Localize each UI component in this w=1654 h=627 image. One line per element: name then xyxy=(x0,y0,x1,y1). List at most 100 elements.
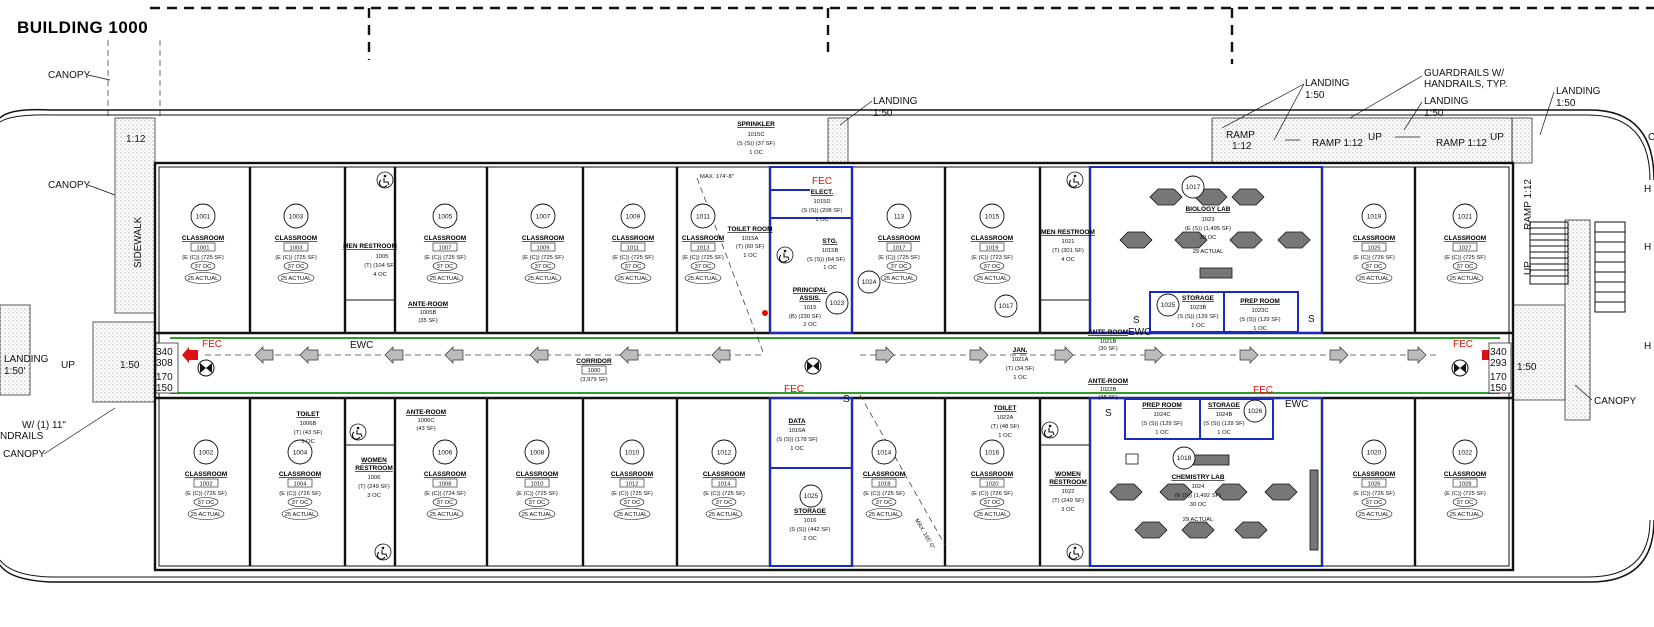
room-area: (E (C)) (725 SF) xyxy=(1444,255,1486,261)
room-actual: 25 ACTUAL xyxy=(430,276,461,282)
room-bubble xyxy=(886,203,912,229)
bubble-1026: 1026 xyxy=(1248,408,1263,415)
room-actual-oval xyxy=(187,508,225,520)
s-label: S xyxy=(843,394,850,405)
room-occupancy: 37 OC xyxy=(195,264,212,270)
extinguisher-icon xyxy=(804,357,822,375)
women-restroom-2-area: (T) (249 SF) xyxy=(1052,498,1084,504)
room-number-box xyxy=(620,242,646,252)
door-tag: 150 xyxy=(156,383,173,394)
room-bubble-number: 1020 xyxy=(1367,450,1382,457)
room-bubble-number: 1008 xyxy=(530,450,545,457)
egress-arrow xyxy=(254,346,274,364)
elect-name: ELECT. xyxy=(811,189,834,196)
data-room-area: (S (S)) (178 SF) xyxy=(776,437,817,443)
room-occupancy: 37 OC xyxy=(695,264,712,270)
site-annotations: CANOPY CANOPY CANOPY CANOPY SIDEWALK 1:1… xyxy=(0,68,1654,550)
ante-room-4-name: ANTE-ROOM xyxy=(1088,378,1128,385)
room-actual: 25 ACTUAL xyxy=(977,276,1008,282)
chemistry-lab-oc: 30 OC xyxy=(1190,502,1207,508)
room-bubble xyxy=(1361,203,1387,229)
room-number: 1014 xyxy=(718,482,732,488)
ante-room-2-area: (30 SF) xyxy=(1098,346,1117,352)
storage-2-oc: 2 OC xyxy=(803,536,817,542)
room-number-box xyxy=(1452,242,1478,252)
room-actual-oval xyxy=(1355,508,1393,520)
room-name: CLASSROOM xyxy=(516,471,558,478)
ramp-label: RAMP 1:12 xyxy=(1523,179,1534,230)
room-actual: 25 ACTUAL xyxy=(1359,276,1390,282)
door-tag: 308 xyxy=(156,358,173,369)
fec-label: FEC xyxy=(1253,385,1273,396)
accessible-icon xyxy=(1066,171,1084,189)
toilet-room-area: (T) (60 SF) xyxy=(736,244,764,250)
building-walls xyxy=(153,161,1515,572)
egress-arrow xyxy=(1144,346,1164,364)
room-bubble-number: 1002 xyxy=(199,450,214,457)
egress-arrow xyxy=(711,346,731,364)
sprinkler-area: (S (S)) (37 SF) xyxy=(737,141,775,147)
room-area: (E (C)) (725 SF) xyxy=(275,255,317,261)
edge-fragment: H xyxy=(1644,184,1651,195)
biology-lab-area: (E (S)) (1,495 SF) xyxy=(1185,226,1231,232)
toilet-2-number: 1022A xyxy=(997,415,1014,421)
room-number-box xyxy=(979,478,1005,488)
egress-arrow xyxy=(529,346,549,364)
room-actual-oval xyxy=(705,508,743,520)
room-name: CLASSROOM xyxy=(185,471,227,478)
ramp-label: RAMP 1:12 xyxy=(1436,138,1487,149)
canopy-label: CANOPY xyxy=(1594,396,1637,407)
room-area: (E (C)) (726 SF) xyxy=(185,491,227,497)
room-bubbles: 1017 1017 1023 1024 1025 1025 1026 1018 xyxy=(799,175,1267,508)
landing-slope-label: 1:50 xyxy=(1424,108,1444,119)
storage-1-oc: 1 OC xyxy=(1191,323,1205,329)
chemistry-lab-name: CHEMISTRY LAB xyxy=(1171,474,1224,481)
room-number-box xyxy=(711,478,737,488)
s-label: S xyxy=(1133,315,1140,326)
principal-number: 1015 xyxy=(804,305,817,311)
room-bubble xyxy=(1452,203,1478,229)
men-restroom-2-area: (T) (301 SF) xyxy=(1052,248,1084,254)
room-bubble xyxy=(979,203,1005,229)
room-name: CLASSROOM xyxy=(611,471,653,478)
property-lines xyxy=(107,6,1654,120)
toilet-number: 1006B xyxy=(300,421,317,427)
room-occupancy-oval xyxy=(432,497,458,507)
room-actual: 25 ACTUAL xyxy=(1450,512,1481,518)
room-name: CLASSROOM xyxy=(682,235,724,242)
room-bubble-number: 1015 xyxy=(985,214,1000,221)
room-area: (E (C)) (725 SF) xyxy=(682,255,724,261)
room-name: CLASSROOM xyxy=(703,471,745,478)
room-actual-oval xyxy=(281,508,319,520)
egress-arrow xyxy=(1054,346,1074,364)
sprinkler-number: 1015C xyxy=(747,132,764,138)
room-bubble-number: 1004 xyxy=(293,450,308,457)
room-bubble-number: 1016 xyxy=(985,450,1000,457)
fec-label: FEC xyxy=(1453,339,1473,350)
room-number-box xyxy=(886,242,912,252)
room-occupancy: 37 OC xyxy=(984,500,1001,506)
room-area: (E (C)) (725 SF) xyxy=(863,491,905,497)
toilet-2-name: TOILET xyxy=(994,405,1017,412)
room-number-box xyxy=(1452,478,1478,488)
room-area: (E (C)) (723 SF) xyxy=(971,255,1013,261)
room-actual: 25 ACTUAL xyxy=(709,512,740,518)
prep-room-1-name: PREP ROOM xyxy=(1240,298,1280,305)
room-occupancy-oval xyxy=(530,261,556,271)
room-area: (E (C)) (725 SF) xyxy=(182,255,224,261)
room-number: 1018 xyxy=(878,482,891,488)
canopy-label: CANOPY xyxy=(3,449,46,460)
room-number: 1012 xyxy=(626,482,639,488)
storage-1-number: 1023B xyxy=(1190,305,1207,311)
prep-room-1-area: (S (S)) (129 SF) xyxy=(1239,317,1280,323)
corridor-area: (3,979 SF) xyxy=(580,377,607,383)
room-occupancy: 37 OC xyxy=(891,264,908,270)
room-actual: 25 ACTUAL xyxy=(281,276,312,282)
room-bubble xyxy=(620,203,646,229)
